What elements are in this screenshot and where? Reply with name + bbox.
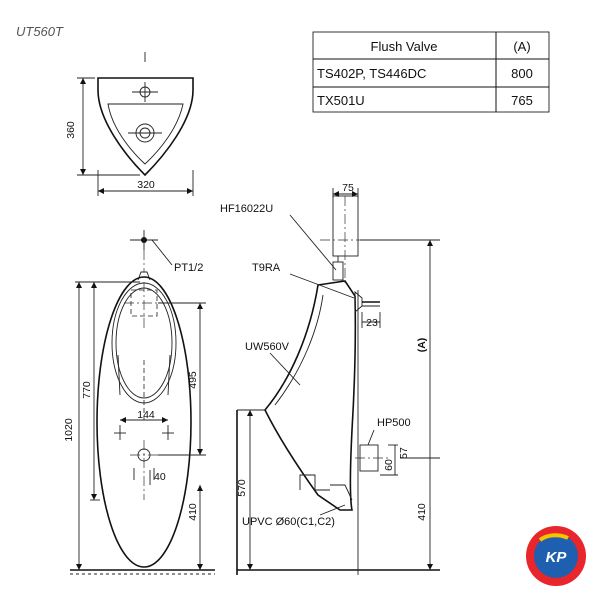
dim-side-hp1: 57 — [398, 447, 410, 459]
dim-side-hp2: 60 — [383, 459, 395, 471]
dim-side-a: (A) — [416, 338, 428, 353]
table-header-valve: Flush Valve — [371, 39, 438, 54]
dim-side-offset: 75 — [342, 182, 354, 194]
label-valve: HF16022U — [220, 203, 273, 215]
table-cell-row1-a: 800 — [511, 66, 533, 81]
dim-front-total: 1020 — [63, 418, 75, 442]
model-code: UT560T — [16, 24, 64, 39]
dim-top-height: 360 — [65, 121, 77, 139]
label-outlet: UPVC Ø60(C1,C2) — [242, 516, 335, 528]
label-trap: T9RA — [252, 262, 281, 274]
top-view: 360 320 — [65, 52, 194, 196]
side-view: 75 HF16022U T9RA 23 UW560V HP500 57 60 (… — [220, 182, 440, 575]
front-view: PT1/2 144 40 — [63, 230, 215, 575]
table-cell-row1-valve: TS402P, TS446DC — [317, 66, 426, 81]
dim-top-width: 320 — [137, 179, 155, 191]
dim-front-spacing: 144 — [137, 409, 155, 421]
dim-front-upper: 770 — [81, 381, 93, 399]
dim-front-inner: 495 — [187, 371, 199, 389]
dim-side-floor-left: 570 — [236, 479, 248, 497]
flush-valve-table: Flush Valve (A) TS402P, TS446DC 800 TX50… — [312, 31, 550, 113]
logo-text: KP — [546, 549, 568, 566]
table-cell-row2-valve: TX501U — [317, 93, 365, 108]
front-supply-label: PT1/2 — [174, 262, 203, 274]
label-body: UW560V — [245, 341, 290, 353]
table-header-a: (A) — [513, 39, 530, 54]
kp-logo: KP — [526, 526, 586, 586]
dim-front-bottom: 410 — [187, 503, 199, 521]
table-cell-row2-a: 765 — [511, 93, 533, 108]
dim-side-pipe: 23 — [366, 317, 378, 329]
label-hanger: HP500 — [377, 417, 411, 429]
dim-side-floor-right: 410 — [416, 503, 428, 521]
dim-front-small: 40 — [154, 471, 166, 483]
